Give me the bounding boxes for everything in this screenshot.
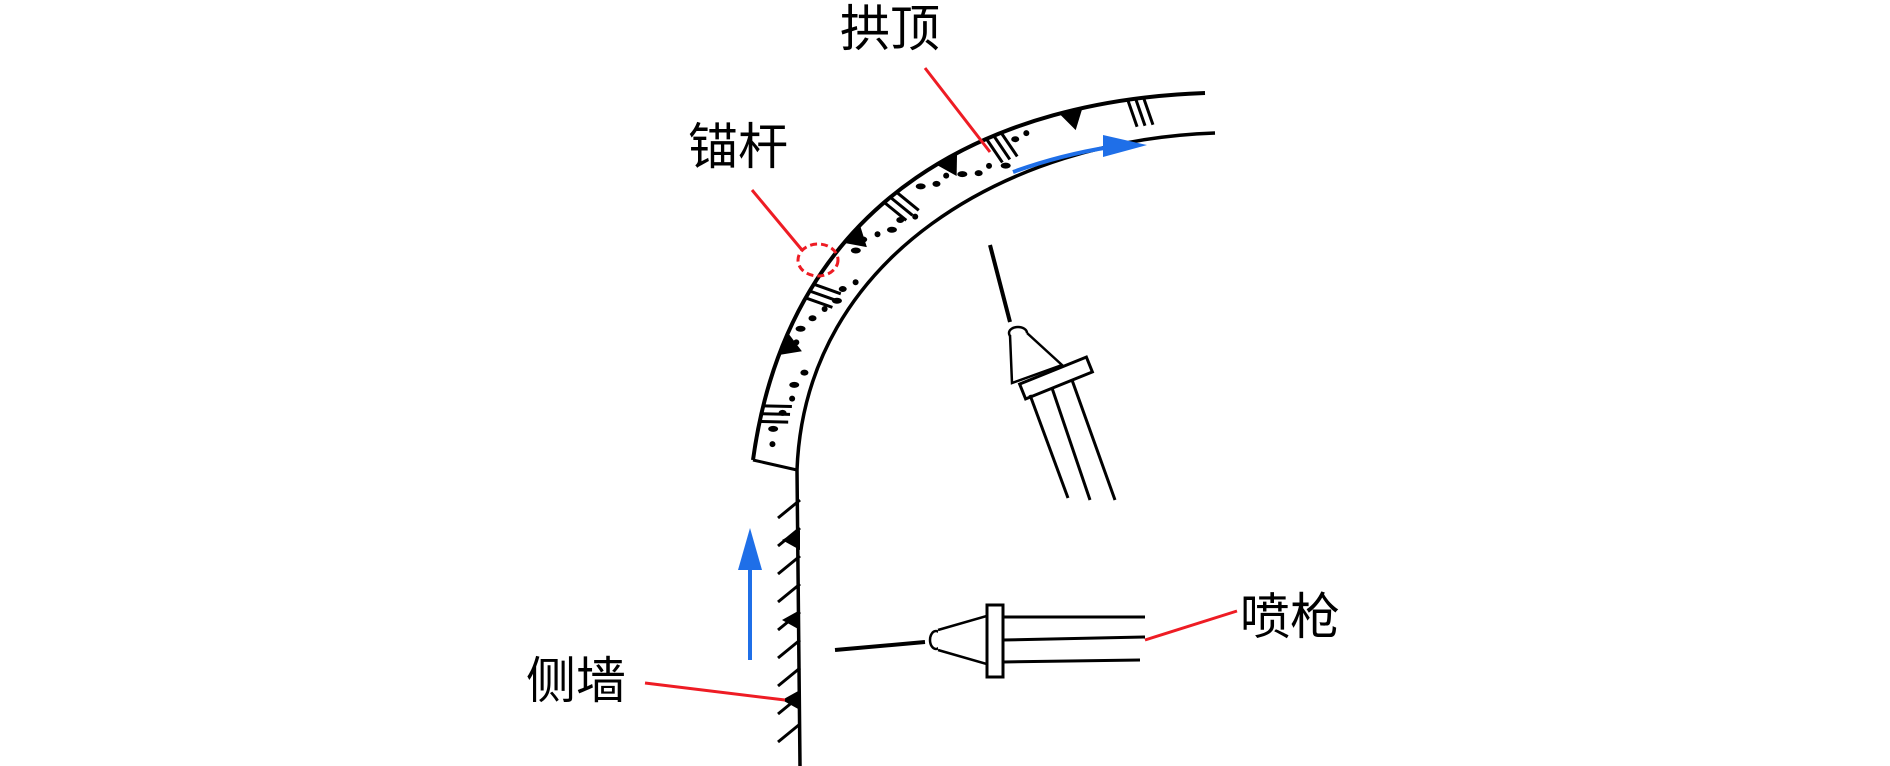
aggregate-dot (1023, 130, 1030, 137)
anchor-bolt-head (782, 530, 800, 550)
lining-bottom-edge (752, 458, 798, 472)
rock-hatch-mark (895, 191, 920, 212)
outer-lining-curve (751, 91, 1206, 461)
aggregate-dot (821, 305, 828, 312)
wall-hatch-mark (777, 582, 801, 604)
aggregate-dot (943, 172, 950, 179)
label-arch-crown: 拱顶 (840, 0, 940, 58)
aggregate-dot (932, 180, 941, 187)
label-side-wall: 侧墙 (526, 652, 626, 710)
aggregate-dot (1000, 162, 1011, 169)
aggregate-dot (838, 286, 847, 293)
aggregate-dot (850, 247, 861, 254)
aggregate-dot (789, 381, 800, 388)
aggregate-dot (778, 409, 787, 416)
spray-gun-lower (834, 603, 1146, 679)
aggregate-dot (1011, 136, 1020, 143)
leader-arch-crown (923, 67, 992, 153)
wall-hatch-mark (777, 638, 801, 660)
aggregate-dot (800, 369, 809, 376)
aggregate-dot (986, 162, 993, 169)
anchor-bolt-highlight (796, 242, 840, 278)
rock-hatch-mark (809, 289, 838, 303)
spray-gun-upper (988, 244, 1117, 501)
aggregate-dot (896, 217, 905, 224)
aggregate-dot (808, 315, 817, 322)
anchor-bolt-head (936, 152, 958, 177)
aggregate-dot (831, 297, 842, 304)
leader-anchor-bolt (750, 189, 804, 251)
aggregate-dot (974, 170, 983, 177)
anchor-bolt-head (782, 610, 800, 630)
leader-spray-gun (1144, 609, 1238, 642)
rock-hatch-mark (804, 296, 833, 309)
aggregate-dot (874, 231, 881, 238)
aggregate-dot (852, 279, 859, 286)
aggregate-dot (915, 183, 926, 190)
flow-arrow-wall (738, 528, 762, 660)
rock-hatch-mark (889, 196, 914, 217)
wall-hatch-mark (777, 722, 801, 744)
aggregate-dot (859, 236, 868, 243)
aggregate-dot (793, 339, 800, 346)
aggregate-dot (769, 441, 776, 448)
aggregate-dot (768, 425, 779, 432)
label-spray-gun: 喷枪 (1240, 588, 1340, 646)
aggregate-dot (795, 325, 806, 332)
anchor-bolt-head (782, 690, 800, 710)
flow-arrow-arch (1012, 135, 1147, 174)
rock-hatch-mark (992, 134, 1012, 161)
rock-hatch-mark (985, 137, 1004, 164)
aggregate-dot (886, 226, 897, 233)
rock-hatch-mark (883, 201, 908, 222)
aggregate-dot (789, 395, 796, 402)
aggregate-dot (957, 171, 968, 178)
rock-hatch-mark (759, 419, 789, 424)
rock-hatch-mark (1142, 97, 1155, 126)
anchor-bolt-head (778, 332, 802, 355)
wall-hatch-mark (777, 666, 801, 688)
rock-hatch-mark (1126, 99, 1139, 128)
rock-hatch-mark (999, 131, 1019, 158)
leader-side-wall (644, 681, 786, 702)
shotcrete-aggregate-dots (768, 130, 1030, 448)
rock-hatch-mark (763, 404, 792, 409)
label-anchor-bolt: 锚杆 (688, 118, 788, 176)
rock-hatch-mark (1134, 98, 1147, 127)
aggregate-dot (912, 213, 919, 220)
rock-hatch-mark (813, 282, 842, 296)
